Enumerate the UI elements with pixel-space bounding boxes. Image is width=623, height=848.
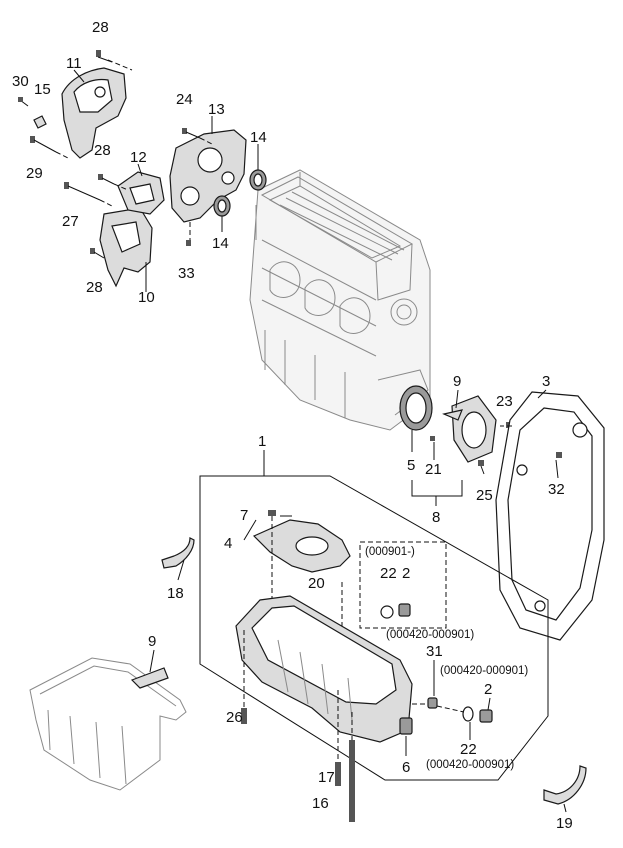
bolt-33: [186, 222, 191, 246]
label-2-old: 2: [484, 681, 492, 698]
bolt-21: [430, 436, 435, 441]
leader-lines: [73, 69, 567, 813]
label-31: 31: [426, 643, 443, 660]
engine-block-illustration: [249, 169, 431, 431]
label-1: 1: [258, 433, 266, 450]
label-25: 25: [476, 487, 493, 504]
baffle-plate: [252, 519, 351, 573]
label-19: 19: [556, 815, 573, 832]
label-4: 4: [224, 535, 232, 552]
oil-pan-assembly-frame: [199, 475, 549, 781]
label-14-upper: 14: [250, 129, 267, 146]
bolt-16: [349, 712, 355, 822]
oil-seal-upper: [249, 169, 267, 191]
washer-22-new: [380, 605, 394, 619]
label-20: 20: [308, 575, 325, 592]
label-2-new: 2: [402, 565, 410, 582]
label-18: 18: [167, 585, 184, 602]
oil-pan-reference-illustration: [29, 657, 187, 791]
plug-2-new: [398, 603, 411, 617]
washer-22-old: [436, 705, 474, 722]
note-range-2: (000420-000901): [440, 665, 528, 677]
label-16: 16: [312, 795, 329, 812]
label-30: 30: [12, 73, 29, 90]
bolt-28-lower: [90, 248, 105, 259]
oil-seal-lower: [213, 195, 231, 217]
note-range-22: (000420-000901): [426, 759, 514, 771]
label-3: 3: [542, 373, 550, 390]
label-8: 8: [432, 509, 440, 526]
timing-cover-upper: [61, 67, 127, 159]
label-23: 23: [496, 393, 513, 410]
label-12: 12: [130, 149, 147, 166]
bearing-cap-18: [161, 537, 195, 569]
label-28-lower: 28: [86, 279, 103, 296]
label-5: 5: [407, 457, 415, 474]
label-22-old: 22: [460, 741, 477, 758]
timing-cover-lower: [99, 207, 153, 288]
label-28-middle: 28: [94, 142, 111, 159]
label-15: 15: [34, 81, 51, 98]
label-9-bottom: 9: [148, 633, 156, 650]
oil-pan: [235, 595, 413, 743]
label-14-lower: 14: [212, 235, 229, 252]
label-22-new: 22: [380, 565, 397, 582]
bolt-28-top: [96, 50, 133, 71]
bolt-26: [241, 630, 247, 724]
part-number-labels: 28 11 30 15 29 28 12 27 28 10 24 13 14 1…: [12, 19, 573, 832]
rear-plate-gasket: [495, 391, 605, 641]
bearing-cap-19: [543, 765, 587, 805]
label-26: 26: [226, 709, 243, 726]
label-32: 32: [548, 481, 565, 498]
bolt-30: [18, 97, 29, 107]
new-version-dashed-box: [359, 541, 447, 629]
bolt-17: [335, 690, 341, 786]
bolt-28-middle: [98, 174, 129, 191]
label-33: 33: [178, 265, 195, 282]
label-13: 13: [208, 101, 225, 118]
assembly-bracket-8: [411, 480, 463, 506]
bolt-25: [478, 460, 485, 475]
label-29: 29: [26, 165, 43, 182]
bolt-29: [30, 136, 69, 159]
timing-belt-cover-plate: [169, 129, 247, 223]
label-28-top: 28: [92, 19, 109, 36]
label-7: 7: [240, 507, 248, 524]
label-9-top: 9: [453, 373, 461, 390]
label-11: 11: [66, 55, 82, 72]
label-27: 27: [62, 213, 79, 230]
timing-cover-middle: [117, 171, 165, 215]
clip-15: [33, 115, 47, 129]
label-24: 24: [176, 91, 193, 108]
label-6: 6: [402, 759, 410, 776]
bolt-24: [182, 128, 213, 145]
note-range-31: (000420-000901): [386, 629, 474, 641]
label-10: 10: [138, 289, 155, 306]
note-range-top: (000901-): [365, 546, 415, 558]
label-21: 21: [425, 461, 442, 478]
bolt-27: [64, 182, 113, 207]
rear-oil-seal: [399, 385, 433, 431]
plug-2-old: [479, 709, 493, 723]
bolt-31: [412, 697, 438, 709]
seal-retainer: [442, 395, 497, 463]
bolt-32: [556, 452, 562, 458]
label-17: 17: [318, 769, 335, 786]
